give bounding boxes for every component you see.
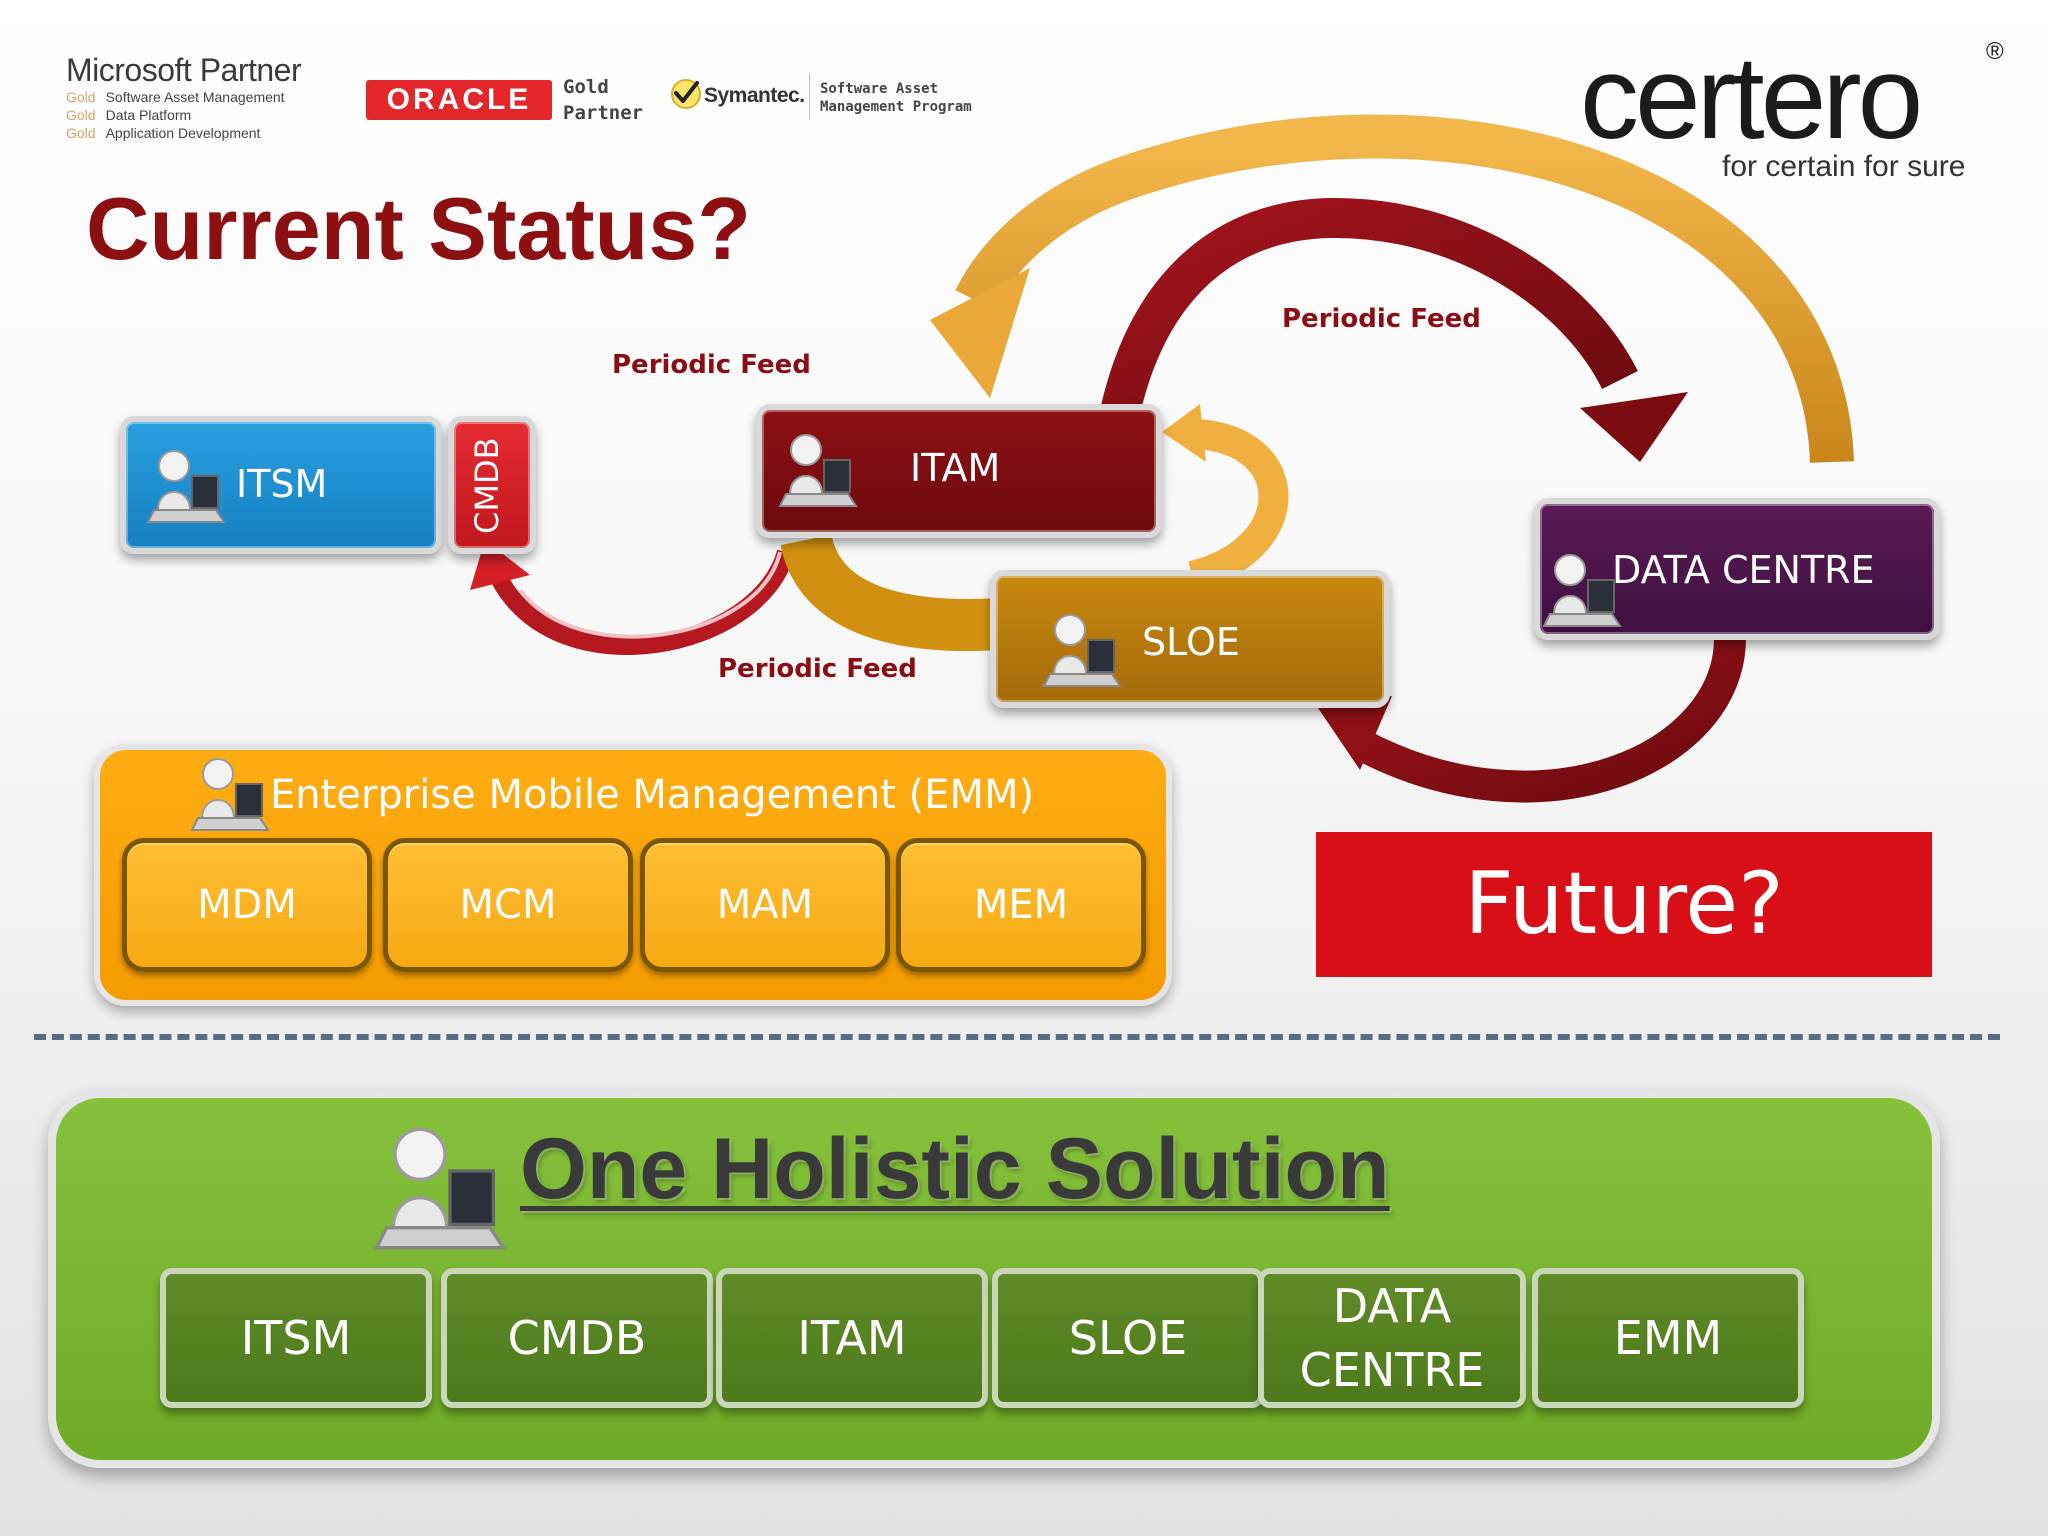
solution-module-sloe[interactable]: SLOE bbox=[992, 1268, 1264, 1408]
solution-module-cmdb[interactable]: CMDB bbox=[441, 1268, 713, 1408]
solution-module-itam[interactable]: ITAM bbox=[716, 1268, 988, 1408]
oracle-logo-text: ORACLE bbox=[386, 83, 532, 116]
itam-label: ITAM bbox=[910, 446, 1001, 490]
oracle-logo bbox=[366, 80, 552, 120]
periodic-feed-label: Periodic Feed bbox=[718, 654, 917, 684]
emm-module-mem[interactable]: MEM bbox=[896, 838, 1146, 972]
microsoft-partner-title: Microsoft Partner bbox=[66, 52, 302, 88]
emm-title: Enterprise Mobile Management (EMM) bbox=[270, 772, 1035, 818]
emm-module-mcm[interactable]: MCM bbox=[383, 838, 633, 972]
solution-module-itsm[interactable]: ITSM bbox=[160, 1268, 432, 1408]
periodic-feed-label: Periodic Feed bbox=[612, 350, 811, 380]
solution-module-data-centre[interactable]: DATA CENTRE bbox=[1258, 1268, 1526, 1408]
sloe-label: SLOE bbox=[1142, 620, 1240, 664]
user-at-computer-icon bbox=[373, 1127, 507, 1250]
dashed-divider bbox=[34, 1034, 2000, 1040]
arrow-sloe-to-itam bbox=[1162, 404, 1289, 591]
itsm-label: ITSM bbox=[236, 462, 328, 506]
periodic-feed-label: Periodic Feed bbox=[1282, 304, 1481, 334]
checkmark-icon bbox=[671, 79, 701, 109]
symantec-logo-text: Symantec. bbox=[704, 84, 805, 107]
arrow-itam-to-datacentre bbox=[1100, 197, 1688, 462]
cmdb-label: CMDB bbox=[468, 437, 506, 534]
arrow-datacentre-to-itam bbox=[930, 114, 1854, 463]
cmdb-box[interactable] bbox=[448, 416, 536, 554]
user-at-computer-icon bbox=[1042, 614, 1122, 687]
user-at-computer-icon bbox=[190, 758, 270, 831]
emm-module-mdm[interactable]: MDM bbox=[122, 838, 372, 972]
user-at-computer-icon bbox=[778, 434, 858, 507]
symantec-program-text: Software Asset Management Program bbox=[820, 81, 972, 115]
symantec-divider bbox=[809, 74, 810, 120]
certero-logo: certero bbox=[1580, 32, 1923, 164]
arrow-itam-to-cmdb bbox=[470, 540, 795, 656]
solution-module-emm[interactable]: EMM bbox=[1532, 1268, 1804, 1408]
slide-title: Current Status? bbox=[86, 179, 751, 278]
registered-mark: ® bbox=[1986, 38, 2004, 65]
future-label: Future? bbox=[1464, 854, 1784, 954]
arrow-datacentre-to-sloe bbox=[1318, 637, 1746, 803]
emm-module-mam[interactable]: MAM bbox=[640, 838, 890, 972]
data-centre-label: DATA CENTRE bbox=[1612, 548, 1875, 592]
certero-tagline: for certain for sure bbox=[1722, 150, 1966, 183]
oracle-gold-partner: Gold Partner bbox=[563, 76, 644, 124]
user-at-computer-icon bbox=[1542, 554, 1622, 627]
itsm-box[interactable] bbox=[120, 416, 442, 554]
future-box bbox=[1316, 832, 1932, 977]
holistic-solution-title: One Holistic Solution bbox=[520, 1121, 1390, 1217]
user-at-computer-icon bbox=[146, 450, 226, 523]
